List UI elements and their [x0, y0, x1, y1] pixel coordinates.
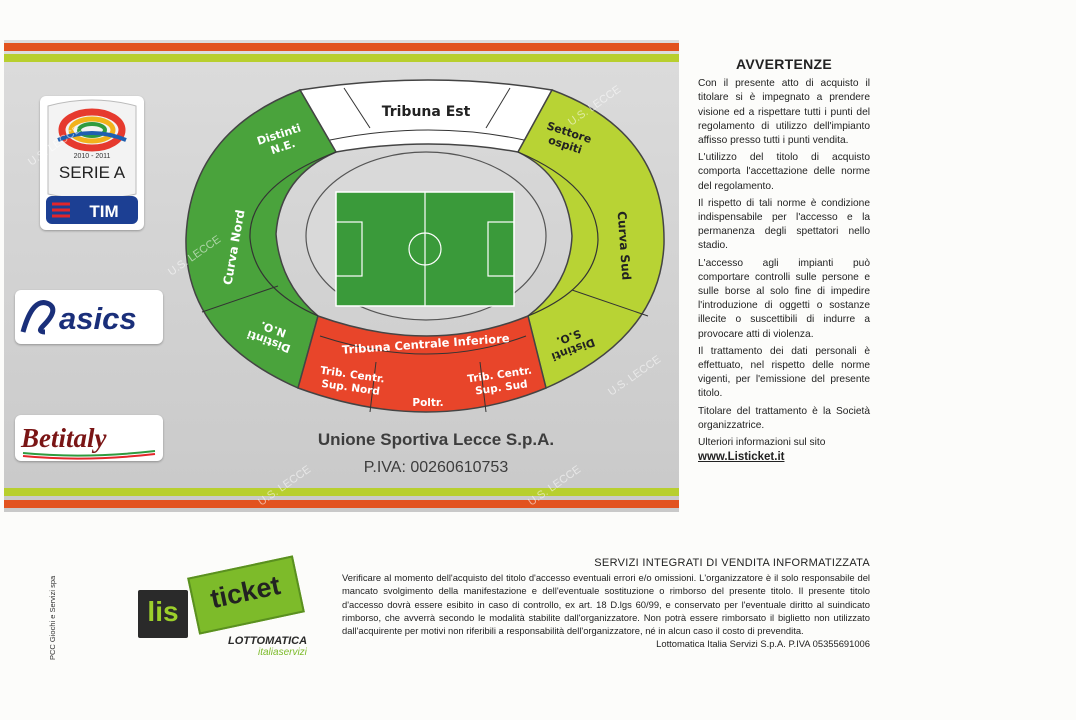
- listicket-logo: lis ticket LOTTOMATICA italiaservizi: [138, 555, 328, 662]
- serie-a-tim-logo: 2010 - 2011 SERIE A TIM: [40, 96, 144, 230]
- serie-a-text: SERIE A: [59, 163, 126, 182]
- avvertenze-panel: AVVERTENZE Con il presente atto di acqui…: [698, 57, 870, 464]
- section-tribuna-centrale[interactable]: [297, 314, 547, 413]
- avvertenze-title: AVVERTENZE: [735, 56, 833, 72]
- avvertenze-p7: Ulteriori informazioni sul sito: [698, 437, 826, 449]
- lottomatica-text: LOTTOMATICA: [228, 635, 308, 647]
- stadium-map: Tribuna Est Distinti N.E. Settore ospiti…: [185, 79, 665, 413]
- section-curva-nord[interactable]: [185, 89, 338, 390]
- avvertenze-p3: Il rispetto di tali norme è condizione i…: [698, 197, 870, 252]
- servizi-footer: Lottomatica Italia Servizi S.p.A. P.IVA …: [656, 638, 870, 650]
- lis-text: lis: [147, 596, 179, 627]
- avvertenze-p1: Con il presente atto di acquisto il tito…: [698, 78, 870, 147]
- club-name: Unione Sportiva Lecce S.p.A.: [317, 430, 555, 449]
- label-curva-sud: Curva Sud: [615, 211, 634, 281]
- italiaservizi-text: italiaservizi: [258, 647, 307, 658]
- serie-a-shield-icon: 2010 - 2011 SERIE A TIM: [46, 99, 138, 224]
- ticket-text: ticket: [207, 570, 283, 615]
- avvertenze-p6: Titolare del trattamento è la Società or…: [698, 405, 870, 431]
- servizi-panel: SERVIZI INTEGRATI DI VENDITA INFORMATIZZ…: [342, 557, 870, 650]
- top-green-stripe: [4, 54, 679, 62]
- servizi-body: Verificare al momento dell'acquisto del …: [342, 572, 870, 637]
- asics-logo: asics: [15, 290, 163, 344]
- stadium-card: 2010 - 2011 SERIE A TIM asics Betitaly: [4, 40, 679, 512]
- serie-a-season: 2010 - 2011: [74, 153, 111, 160]
- bottom-green-stripe: [4, 488, 679, 496]
- asics-stripes-icon: [20, 300, 56, 335]
- asics-text: asics: [59, 301, 137, 336]
- betitaly-logo: Betitaly: [15, 415, 163, 461]
- ticket-box: ticket: [187, 555, 305, 635]
- avvertenze-p4: L'accesso agli impianti può comportare c…: [698, 257, 870, 340]
- club-piva: P.IVA: 00260610753: [363, 459, 509, 476]
- label-poltr: Poltr.: [412, 397, 443, 409]
- label-tribuna-est: Tribuna Est: [382, 104, 471, 120]
- lis-box: lis: [138, 590, 188, 638]
- servizi-title: SERVIZI INTEGRATI DI VENDITA INFORMATIZZ…: [594, 557, 870, 569]
- vertical-note: PCC Giochi e Servizi spa: [48, 575, 57, 660]
- tim-text: TIM: [89, 202, 118, 221]
- top-red-stripe: [4, 43, 679, 51]
- section-curva-sud[interactable]: [516, 89, 665, 390]
- avvertenze-p5: Il trattamento dei dati personali è effe…: [698, 345, 870, 400]
- bottom-red-stripe: [4, 500, 679, 508]
- betitaly-text: Betitaly: [20, 423, 107, 453]
- listicket-link[interactable]: www.Listicket.it: [698, 451, 785, 464]
- avvertenze-p2: L'utilizzo del titolo di acquisto compor…: [698, 152, 870, 192]
